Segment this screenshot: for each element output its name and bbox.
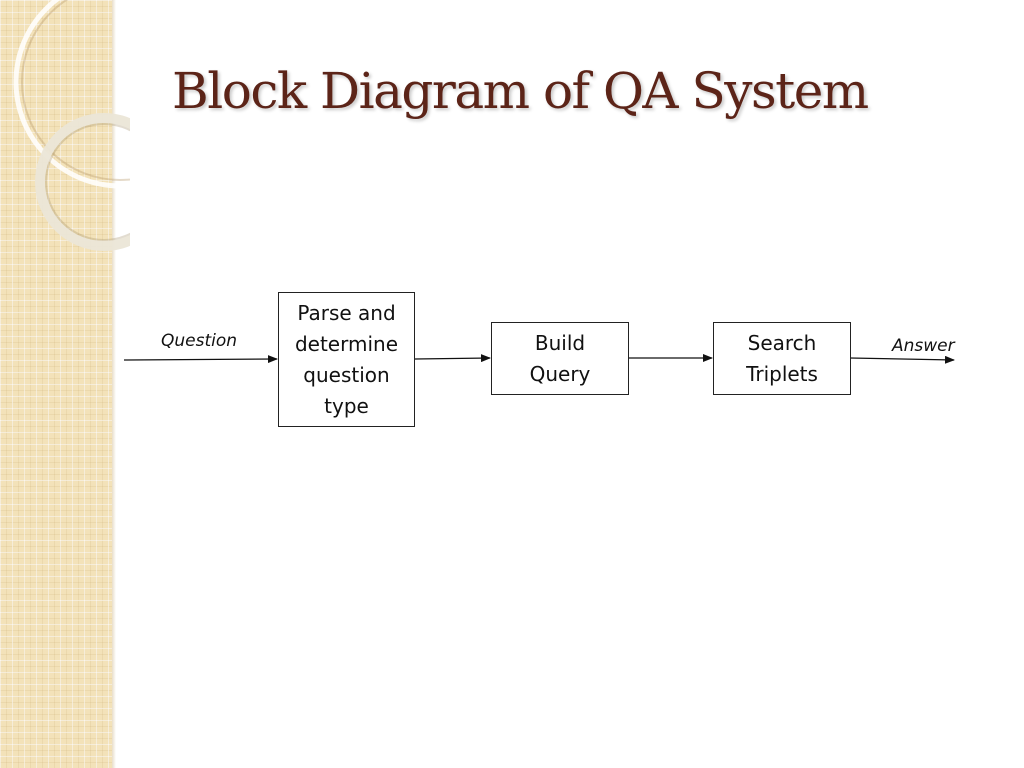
arrow-question-to-parse	[123, 355, 278, 364]
output-label-answer: Answer	[892, 336, 955, 356]
arrow-search-to-answer	[849, 355, 955, 364]
decorative-side-strip	[0, 0, 112, 768]
input-label-question: Question	[161, 331, 238, 351]
node-parse-question: Parse and determine question type	[278, 292, 415, 427]
node-search-triplets: Search Triplets	[713, 322, 851, 395]
decorative-rings	[13, 0, 130, 251]
side-strip-shadow	[112, 0, 116, 768]
node-build-query-label: Build Query	[529, 330, 591, 386]
node-build-query: Build Query	[491, 322, 629, 395]
node-search-triplets-label: Search Triplets	[746, 330, 818, 386]
slide-title: Block Diagram of QA System	[172, 62, 869, 120]
arrow-parse-to-build	[414, 354, 491, 363]
node-parse-question-label: Parse and determine question type	[294, 300, 399, 418]
